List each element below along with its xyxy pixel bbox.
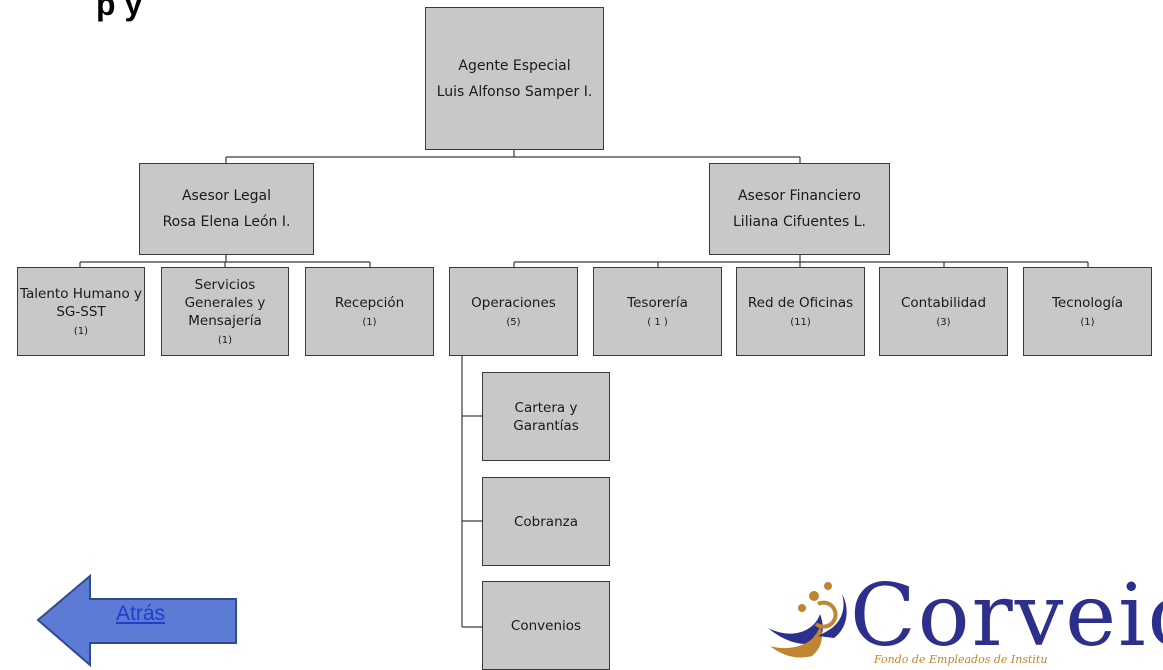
node-title: Asesor Legal bbox=[181, 188, 272, 204]
node-title: Agente Especial bbox=[458, 57, 571, 74]
back-button[interactable]: Atrás bbox=[36, 574, 240, 667]
chart-node-tecnologia: Tecnología (1) bbox=[1023, 267, 1152, 356]
node-headcount: (1) bbox=[73, 325, 89, 337]
node-person-name: Rosa Elena León I. bbox=[162, 214, 291, 230]
node-label: Talento Humano y SG-SST bbox=[20, 285, 142, 320]
logo-wordmark: Corveic bbox=[850, 568, 1163, 666]
chart-node-red-de-oficinas: Red de Oficinas (11) bbox=[736, 267, 865, 356]
node-headcount: ( 1 ) bbox=[647, 316, 668, 328]
chart-node-talento-humano: Talento Humano y SG-SST (1) bbox=[17, 267, 145, 356]
chart-node-operaciones: Operaciones (5) bbox=[449, 267, 578, 356]
chart-node-asesor-financiero: Asesor Financiero Liliana Cifuentes L. bbox=[709, 163, 890, 255]
corveic-logo: Corveic Fondo de Empleados de Institu bbox=[758, 568, 1163, 667]
logo-tagline: Fondo de Empleados de Institu bbox=[874, 653, 1048, 666]
node-headcount: (11) bbox=[790, 316, 811, 328]
chart-node-asesor-legal: Asesor Legal Rosa Elena León I. bbox=[139, 163, 314, 255]
node-label: Cartera y Garantías bbox=[513, 399, 579, 434]
node-label: Servicios Generales y Mensajería bbox=[184, 276, 266, 329]
back-link[interactable]: Atrás bbox=[116, 602, 166, 625]
node-label: Tecnología bbox=[1051, 294, 1124, 311]
node-label: Operaciones bbox=[471, 294, 556, 311]
node-title: Asesor Financiero bbox=[737, 188, 861, 204]
node-label: Tesorería bbox=[627, 294, 688, 311]
node-label: Convenios bbox=[510, 617, 582, 634]
chart-node-agente-especial: Agente Especial Luis Alfonso Samper I. bbox=[425, 7, 604, 150]
chart-node-cobranza: Cobranza bbox=[482, 477, 610, 566]
node-headcount: (3) bbox=[936, 316, 951, 328]
left-arrow-icon bbox=[36, 574, 237, 667]
logo-hands-icon bbox=[768, 582, 847, 658]
chart-node-servicios-generales: Servicios Generales y Mensajería (1) bbox=[161, 267, 289, 356]
node-label: Red de Oficinas bbox=[747, 294, 854, 311]
node-headcount: (5) bbox=[506, 316, 521, 328]
chart-node-cartera-y-garantias: Cartera y Garantías bbox=[482, 372, 610, 461]
node-headcount: (1) bbox=[1080, 316, 1095, 328]
node-label: Cobranza bbox=[514, 513, 578, 530]
chart-node-tesoreria: Tesorería ( 1 ) bbox=[593, 267, 722, 356]
node-headcount: (1) bbox=[362, 316, 377, 328]
partial-page-title: p y bbox=[96, 0, 143, 22]
node-headcount: (1) bbox=[217, 334, 233, 346]
node-label: Contabilidad bbox=[900, 294, 987, 311]
node-person-name: Luis Alfonso Samper I. bbox=[436, 83, 593, 100]
node-label: Recepción bbox=[334, 294, 405, 311]
chart-node-convenios: Convenios bbox=[482, 581, 610, 670]
node-person-name: Liliana Cifuentes L. bbox=[733, 214, 866, 230]
chart-node-contabilidad: Contabilidad (3) bbox=[879, 267, 1008, 356]
chart-node-recepcion: Recepción (1) bbox=[305, 267, 434, 356]
